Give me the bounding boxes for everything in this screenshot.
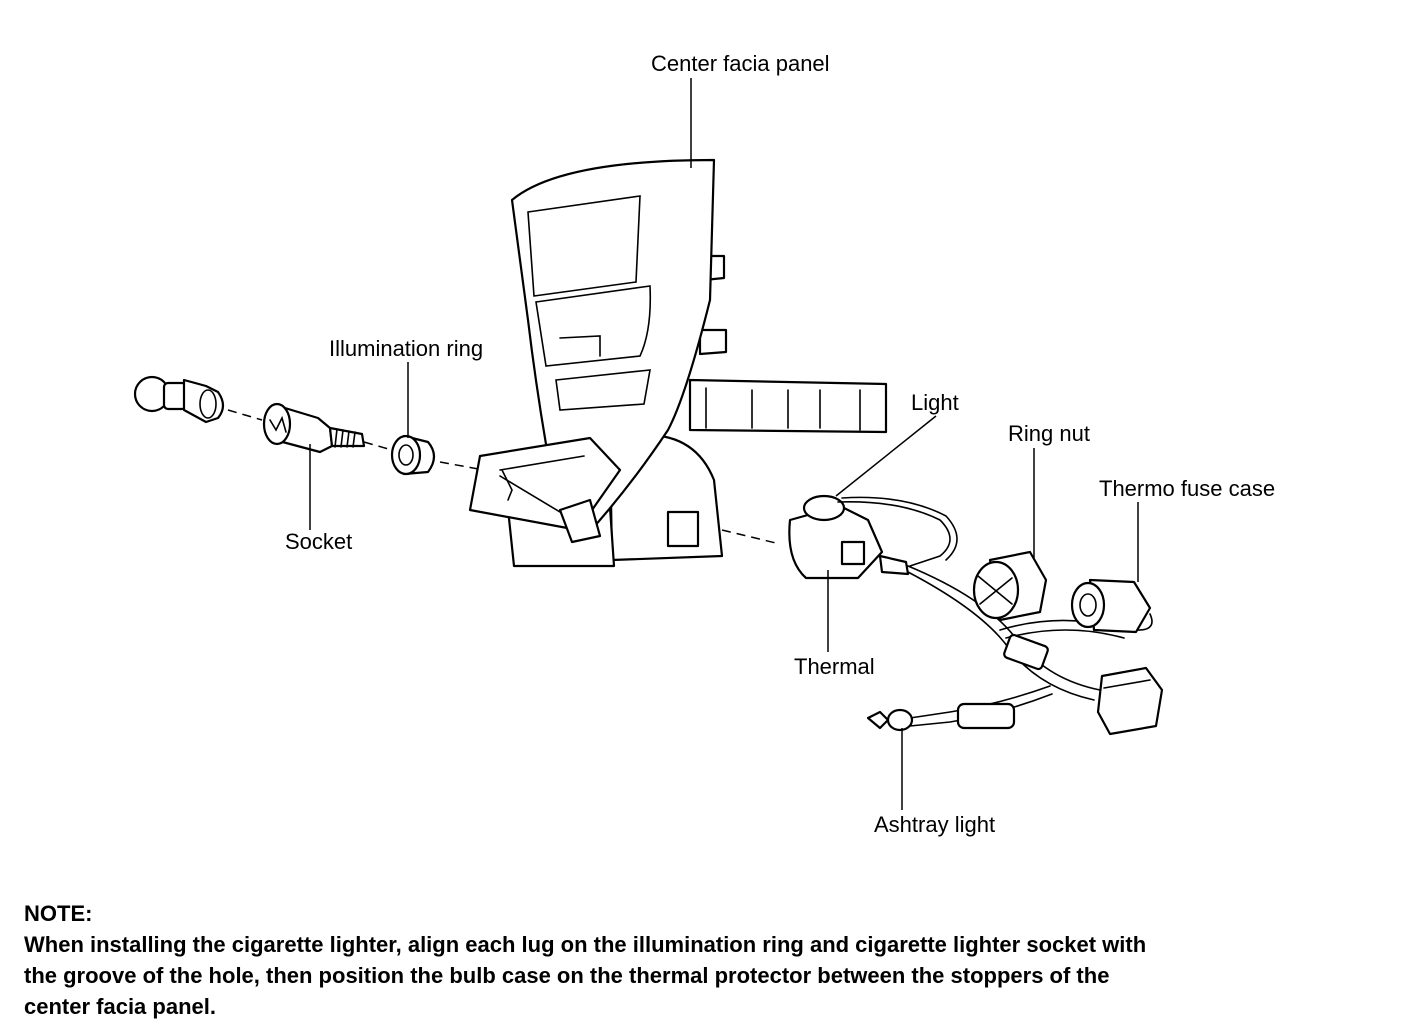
label-light: Light [911, 390, 959, 415]
note-heading: NOTE: [24, 901, 93, 926]
label-illumination-ring: Illumination ring [329, 336, 484, 361]
label-socket: Socket [285, 529, 353, 554]
note-line-3: center facia panel. [24, 994, 216, 1019]
thermo-fuse-case [1070, 578, 1152, 634]
ring-nut [972, 550, 1048, 622]
harness-connector [1096, 666, 1164, 736]
note-line-2: the groove of the hole, then position th… [24, 963, 1110, 988]
center-facia-panel [468, 158, 888, 568]
label-center-facia-panel: Center facia panel [651, 51, 830, 76]
label-ring-nut: Ring nut [1008, 421, 1090, 446]
illumination-ring [390, 434, 436, 476]
lighter-knob [133, 375, 225, 424]
diagram-drawing [133, 78, 1164, 810]
label-thermo-fuse-case: Thermo fuse case [1099, 476, 1276, 501]
thermal-protector [788, 494, 910, 580]
ashtray-light-bulb [866, 708, 914, 732]
label-ashtray-light: Ashtray light [874, 812, 996, 837]
leader-lines [309, 78, 1139, 810]
note-line-1: When installing the cigarette lighter, a… [24, 932, 1147, 957]
lighter-socket [262, 402, 366, 454]
wire-harness [837, 496, 1153, 730]
installation-note: NOTE: When installing the cigarette ligh… [24, 898, 1394, 1022]
label-thermal: Thermal [794, 654, 875, 679]
exploded-view-diagram: Center facia panel Illumination ring Soc… [133, 51, 1276, 837]
